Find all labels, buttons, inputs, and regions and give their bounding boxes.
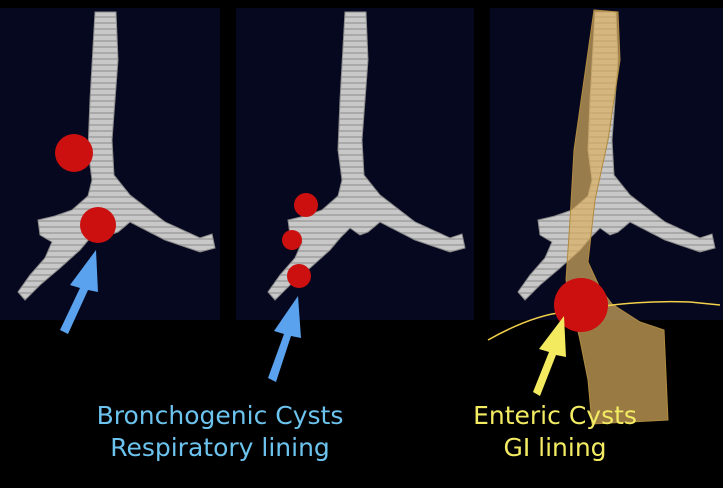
blue-arrow-left-icon — [60, 250, 98, 334]
cyst-middle-top — [294, 193, 318, 217]
caption-enteric: Enteric Cysts GI lining — [430, 400, 680, 464]
yellow-arrow-right-icon — [533, 316, 566, 396]
cyst-left-upper — [55, 134, 93, 172]
cyst-middle-low — [287, 264, 311, 288]
panel-right — [487, 8, 723, 425]
caption-enteric-subtitle: GI lining — [503, 433, 607, 462]
cyst-middle-mid — [282, 230, 302, 250]
panel-middle — [236, 8, 474, 382]
cyst-right-enteric — [554, 278, 608, 332]
cyst-left-lower — [80, 207, 116, 243]
blue-arrow-middle-icon — [268, 296, 301, 382]
caption-bronchogenic-subtitle: Respiratory lining — [110, 433, 330, 462]
caption-bronchogenic: Bronchogenic Cysts Respiratory lining — [60, 400, 380, 464]
caption-bronchogenic-title: Bronchogenic Cysts — [96, 401, 344, 430]
panel-left — [0, 8, 220, 334]
caption-enteric-title: Enteric Cysts — [473, 401, 637, 430]
